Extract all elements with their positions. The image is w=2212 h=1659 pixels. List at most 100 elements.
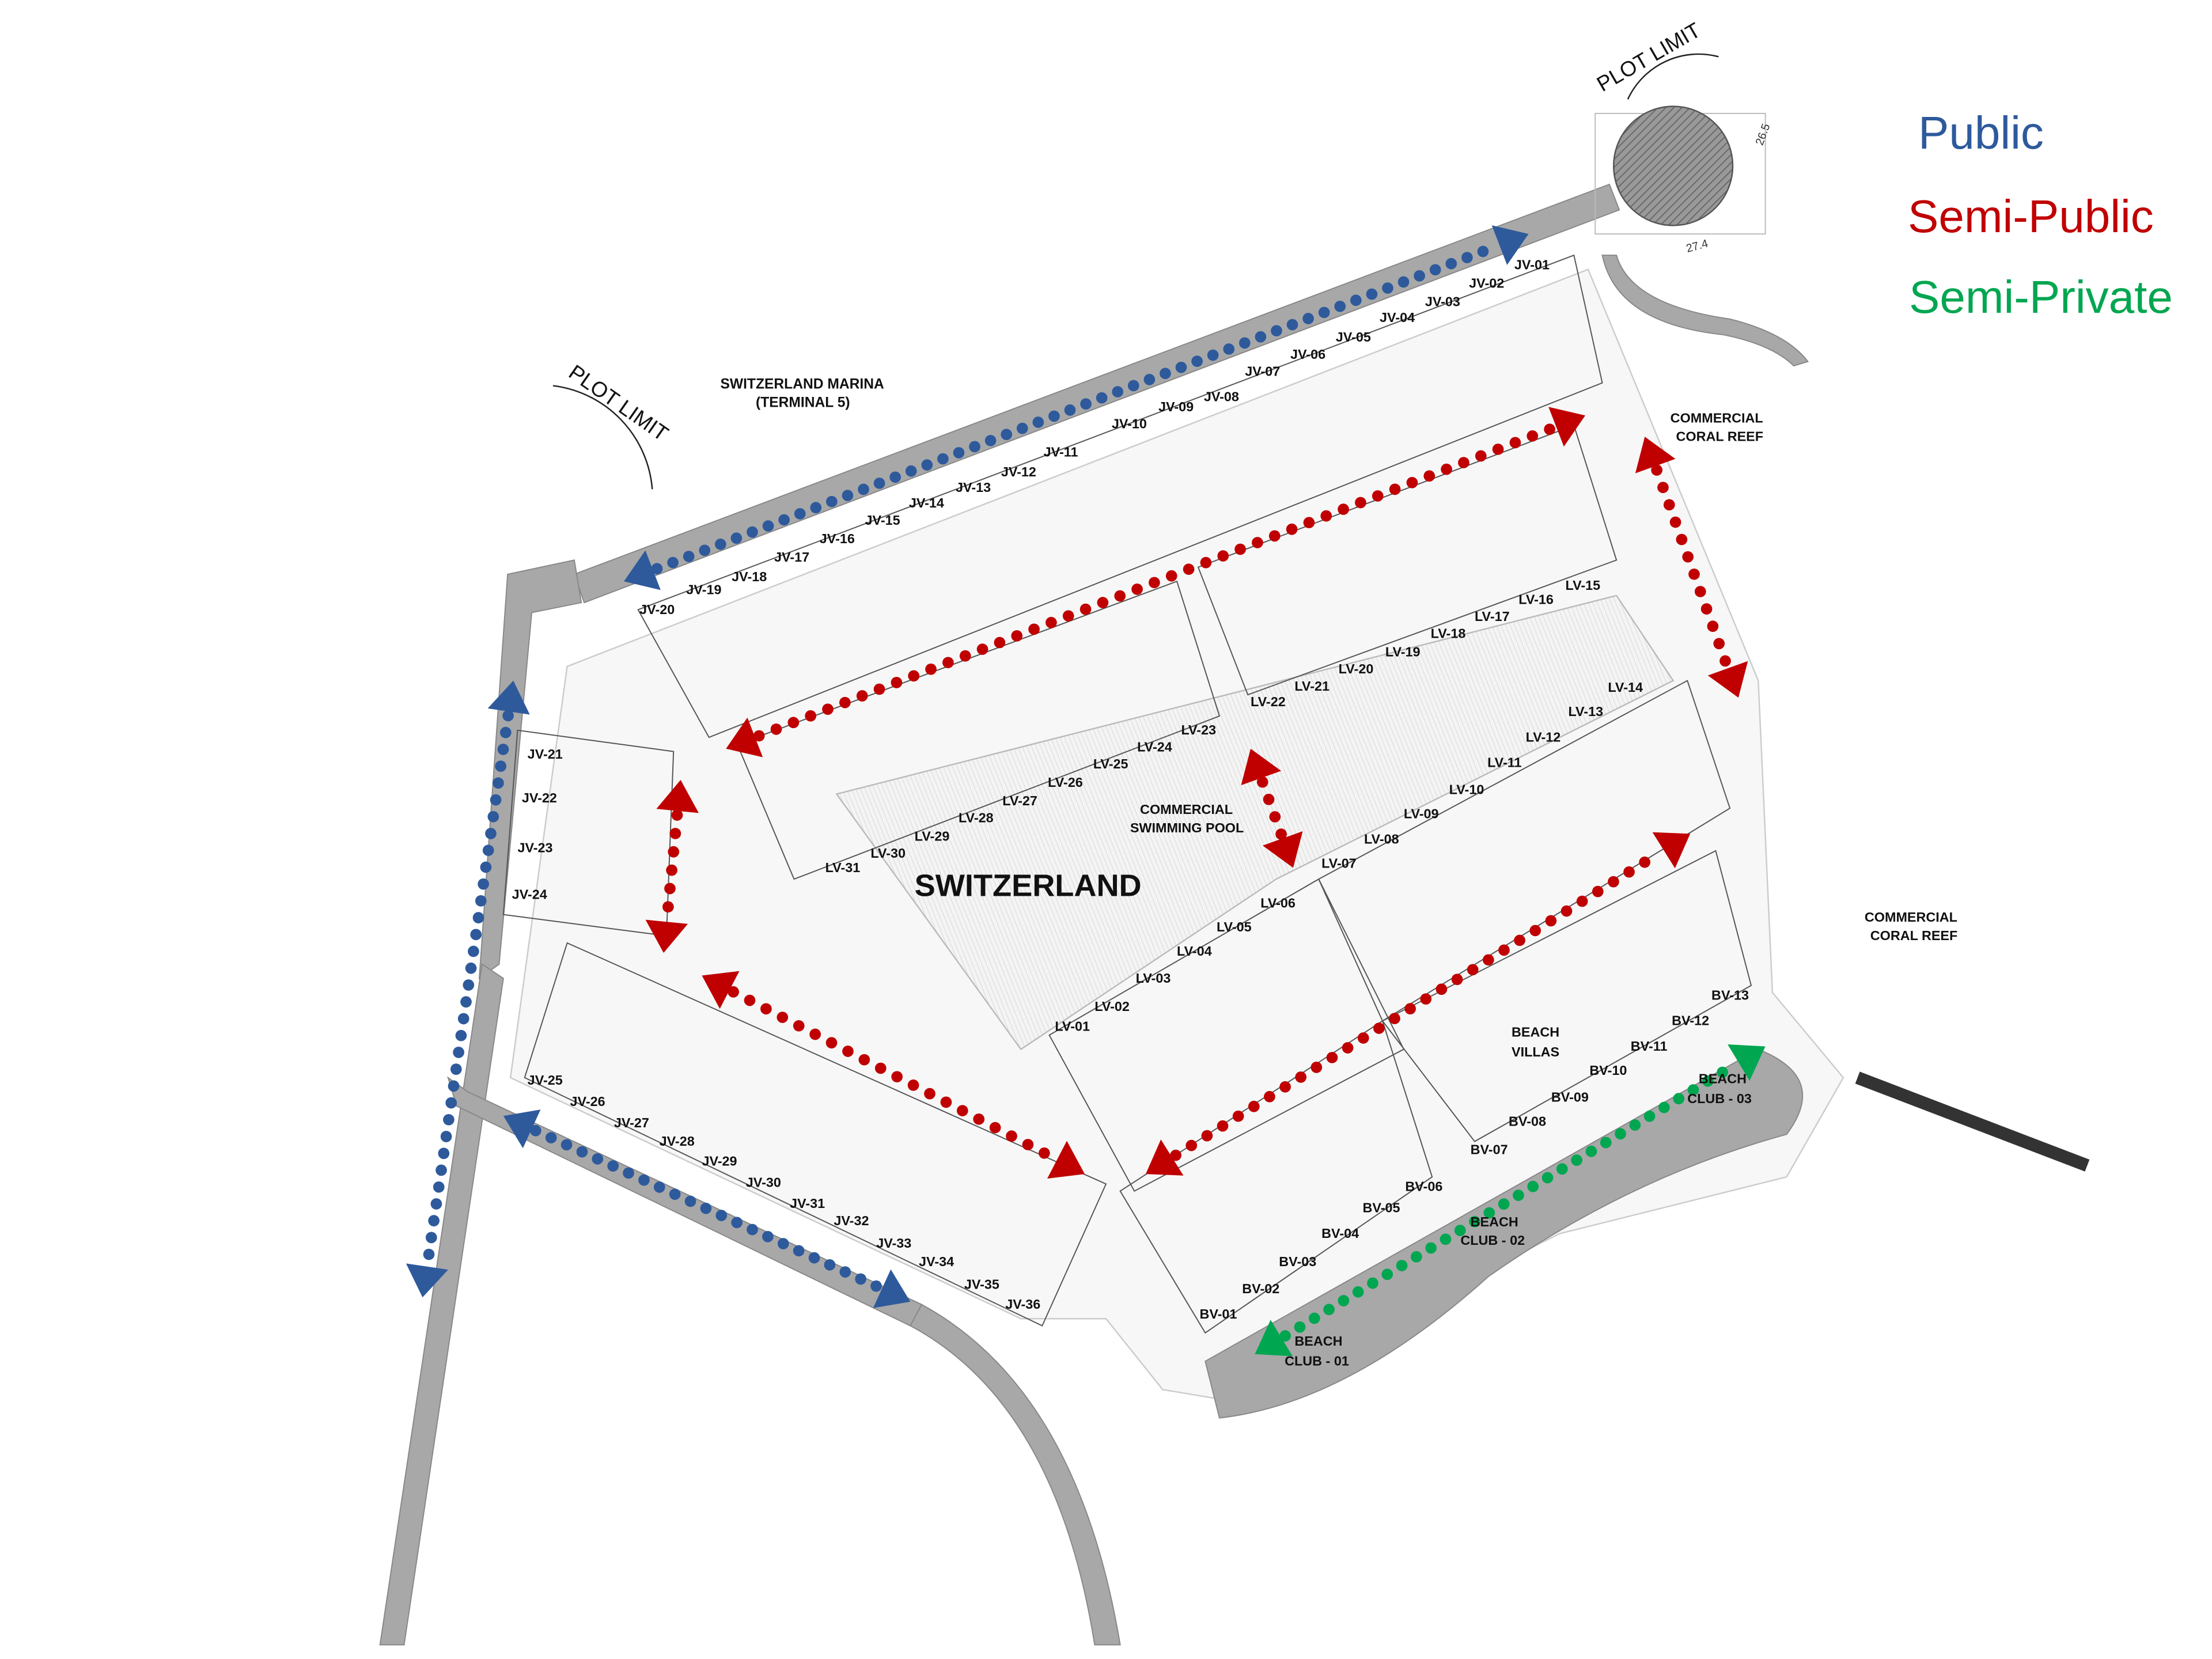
- lv-unit-label: LV-08: [1364, 832, 1399, 847]
- villa-block: [1381, 850, 1752, 1142]
- public-route-dot: [858, 483, 869, 495]
- public-route-dot: [453, 1047, 464, 1058]
- public-route-dot: [455, 1029, 467, 1041]
- arrow-head-icon: [1548, 407, 1585, 447]
- semi-public-route-dot: [1185, 1139, 1198, 1152]
- public-route-dot: [592, 1153, 604, 1165]
- semi-public-route-dot: [956, 1105, 968, 1116]
- semi-private-route-dot: [1658, 1101, 1670, 1113]
- semi-private-route: [1255, 1044, 1766, 1357]
- semi-public-route-dot: [1441, 463, 1452, 475]
- semi-public-route-dot: [989, 1122, 1001, 1134]
- arrow-head-icon: [406, 1263, 448, 1298]
- jv-unit-label: JV-15: [865, 513, 900, 528]
- plot-limit-left: PLOT LIMIT: [565, 360, 673, 445]
- semi-public-route-dot: [1651, 464, 1663, 476]
- public-route-dot: [870, 1280, 882, 1292]
- jv-unit-label: JV-12: [1001, 464, 1036, 479]
- semi-public-route-dot: [1201, 1130, 1213, 1142]
- lv-unit-label: LV-25: [1093, 756, 1128, 771]
- arrow-head-icon: [1652, 832, 1691, 869]
- public-route-dot: [762, 1230, 774, 1243]
- beach-club-01-line1: BEACH: [1294, 1334, 1342, 1349]
- public-route-dot: [1334, 300, 1346, 312]
- public-route-dot: [1350, 294, 1362, 306]
- semi-public-route-dot: [1529, 925, 1541, 937]
- semi-public-route-dot: [1657, 482, 1669, 494]
- semi-public-route-dot: [1373, 1022, 1385, 1034]
- semi-public-route-dot: [1700, 603, 1713, 615]
- semi-public-route-dot: [1046, 616, 1057, 628]
- public-route-dot: [425, 1232, 437, 1244]
- lv-unit-label: LV-17: [1475, 609, 1510, 624]
- public-route-dot: [638, 1174, 650, 1186]
- semi-public-route-dot: [1039, 1147, 1050, 1159]
- lv-unit-label: LV-21: [1294, 679, 1330, 694]
- jv-unit-label: JV-27: [614, 1115, 649, 1130]
- semi-public-route-dot: [1011, 630, 1023, 642]
- jv-unit-label: JV-05: [1336, 329, 1371, 344]
- public-route-dot: [808, 1252, 820, 1264]
- semi-public-route-dot: [1423, 470, 1435, 482]
- lv-unit-label: LV-24: [1137, 740, 1172, 755]
- public-route-dot: [1238, 337, 1251, 349]
- public-route-dot: [457, 1013, 469, 1025]
- semi-public-route-dot: [1357, 1032, 1369, 1044]
- public-route-dot: [502, 710, 514, 722]
- lv-unit-label: LV-01: [1055, 1019, 1090, 1034]
- semi-public-route-dot: [1355, 497, 1366, 509]
- semi-private-route-dot: [1279, 1330, 1291, 1342]
- lv-unit-label: LV-22: [1251, 694, 1286, 709]
- jv-unit-label: JV-19: [686, 582, 721, 597]
- semi-public-route-dot: [1342, 1042, 1354, 1054]
- semi-public-route-dot: [1451, 974, 1463, 986]
- jv-unit-label: JV-22: [522, 790, 557, 805]
- arrow-head-icon: [1707, 661, 1748, 698]
- semi-private-route-dot: [1585, 1145, 1597, 1157]
- public-route-dot: [684, 1195, 696, 1207]
- semi-public-route-dot: [822, 703, 834, 715]
- plot-limit-top: PLOT LIMIT: [1593, 18, 1705, 96]
- semi-public-route-dot: [1676, 533, 1688, 546]
- semi-private-route-dot: [1702, 1075, 1714, 1087]
- semi-public-route-dot: [924, 1088, 935, 1100]
- lv-unit-label: LV-10: [1449, 782, 1484, 797]
- semi-public-route-dot: [1338, 503, 1349, 515]
- lv-unit-label: LV-02: [1094, 999, 1130, 1014]
- semi-public-route-dot: [671, 809, 683, 821]
- semi-public-route-dot: [1022, 1139, 1034, 1150]
- public-route-dot: [1477, 245, 1489, 257]
- coral-reef-2-line2: CORAL REEF: [1870, 928, 1958, 943]
- semi-public-route-dot: [959, 650, 971, 662]
- bv-unit-label: BV-11: [1631, 1039, 1668, 1054]
- public-route-dot: [1160, 368, 1171, 380]
- public-route-dot: [1096, 392, 1108, 404]
- public-route-dot: [1191, 355, 1203, 367]
- bv-unit-label: BV-13: [1711, 987, 1749, 1002]
- public-route-dot: [448, 1080, 460, 1092]
- public-route-dot: [478, 878, 489, 890]
- semi-private-route-dot: [1629, 1119, 1641, 1131]
- public-route-dot: [714, 538, 726, 550]
- public-route-dot: [490, 794, 502, 806]
- semi-private-route-dot: [1338, 1295, 1350, 1306]
- semi-public-route-dot: [1183, 563, 1195, 575]
- semi-public-route-dot: [1200, 556, 1212, 569]
- public-route-dot: [905, 465, 917, 477]
- semi-public-route-dot: [1560, 905, 1573, 917]
- arrow-head-icon: [487, 680, 530, 715]
- semi-public-route-dot: [668, 846, 680, 858]
- arrow-head-icon: [1145, 1139, 1184, 1176]
- semi-public-route-dot: [1669, 516, 1681, 528]
- public-route-dot: [493, 777, 504, 789]
- semi-private-route-dot: [1571, 1154, 1582, 1166]
- semi-public-route-dot: [1062, 610, 1074, 622]
- coral-reef-2-line1: COMMERCIAL: [1865, 910, 1957, 925]
- semi-public-route-dot: [662, 901, 674, 913]
- semi-private-route-dot: [1381, 1268, 1393, 1281]
- semi-public-route-dot: [1149, 577, 1160, 589]
- jv-unit-label: JV-14: [909, 495, 944, 510]
- arrow-head-icon: [645, 919, 688, 953]
- semi-private-route-dot: [1367, 1277, 1378, 1289]
- semi-private-route-dot: [1600, 1137, 1612, 1149]
